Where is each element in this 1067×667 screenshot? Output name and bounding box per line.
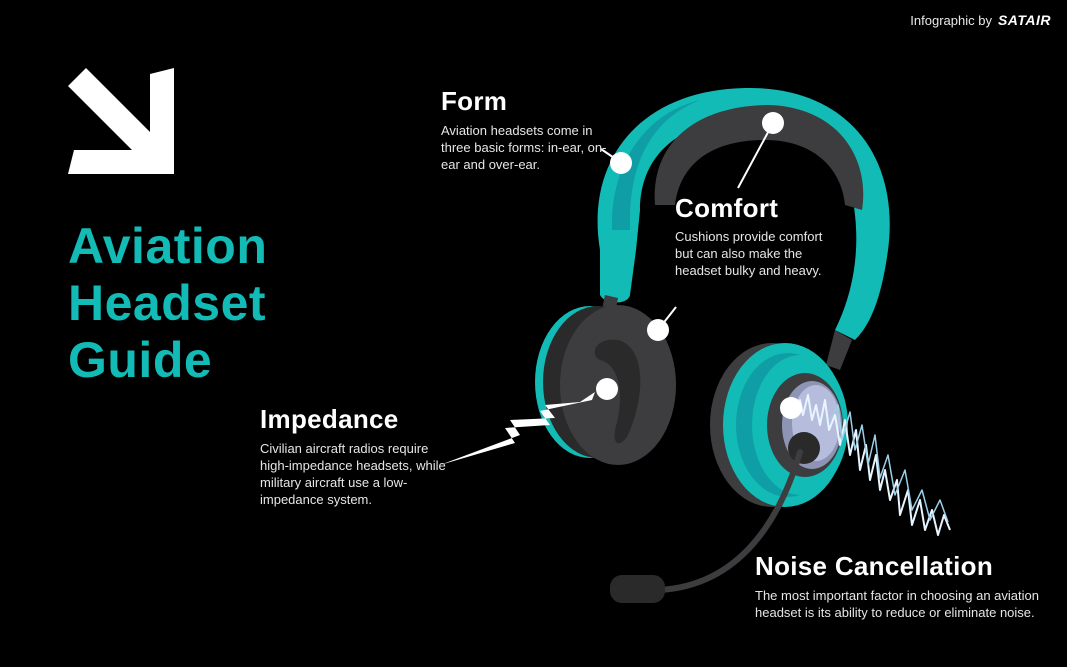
sound-wave-icon bbox=[794, 394, 951, 536]
section-impedance: Impedance Civilian aircraft radios requi… bbox=[260, 404, 460, 508]
section-heading: Impedance bbox=[260, 404, 399, 434]
credit-prefix: Infographic by bbox=[910, 13, 992, 28]
arrow-down-right-icon bbox=[68, 68, 174, 174]
section-body: The most important factor in choosing an… bbox=[755, 588, 1039, 620]
section-heading: Comfort bbox=[675, 193, 779, 223]
title-line: Guide bbox=[68, 332, 213, 388]
section-body: Civilian aircraft radios require high-im… bbox=[260, 441, 446, 507]
infographic-credit: Infographic by SATAIR bbox=[910, 12, 1051, 28]
title-line: Headset bbox=[68, 275, 267, 331]
title-line: Aviation bbox=[68, 218, 268, 274]
page-title: Aviation Headset Guide bbox=[68, 218, 267, 389]
brand-logo: SATAIR bbox=[997, 12, 1051, 28]
section-body: Cushions provide comfort but can also ma… bbox=[675, 229, 823, 278]
section-comfort: Comfort Cushions provide comfort but can… bbox=[675, 193, 825, 279]
section-body: Aviation headsets come in three basic fo… bbox=[441, 123, 607, 172]
section-heading: Form bbox=[441, 86, 508, 116]
section-form: Form Aviation headsets come in three bas… bbox=[441, 86, 611, 173]
section-heading: Noise Cancellation bbox=[755, 551, 994, 581]
section-noise-cancellation: Noise Cancellation The most important fa… bbox=[755, 551, 1055, 621]
